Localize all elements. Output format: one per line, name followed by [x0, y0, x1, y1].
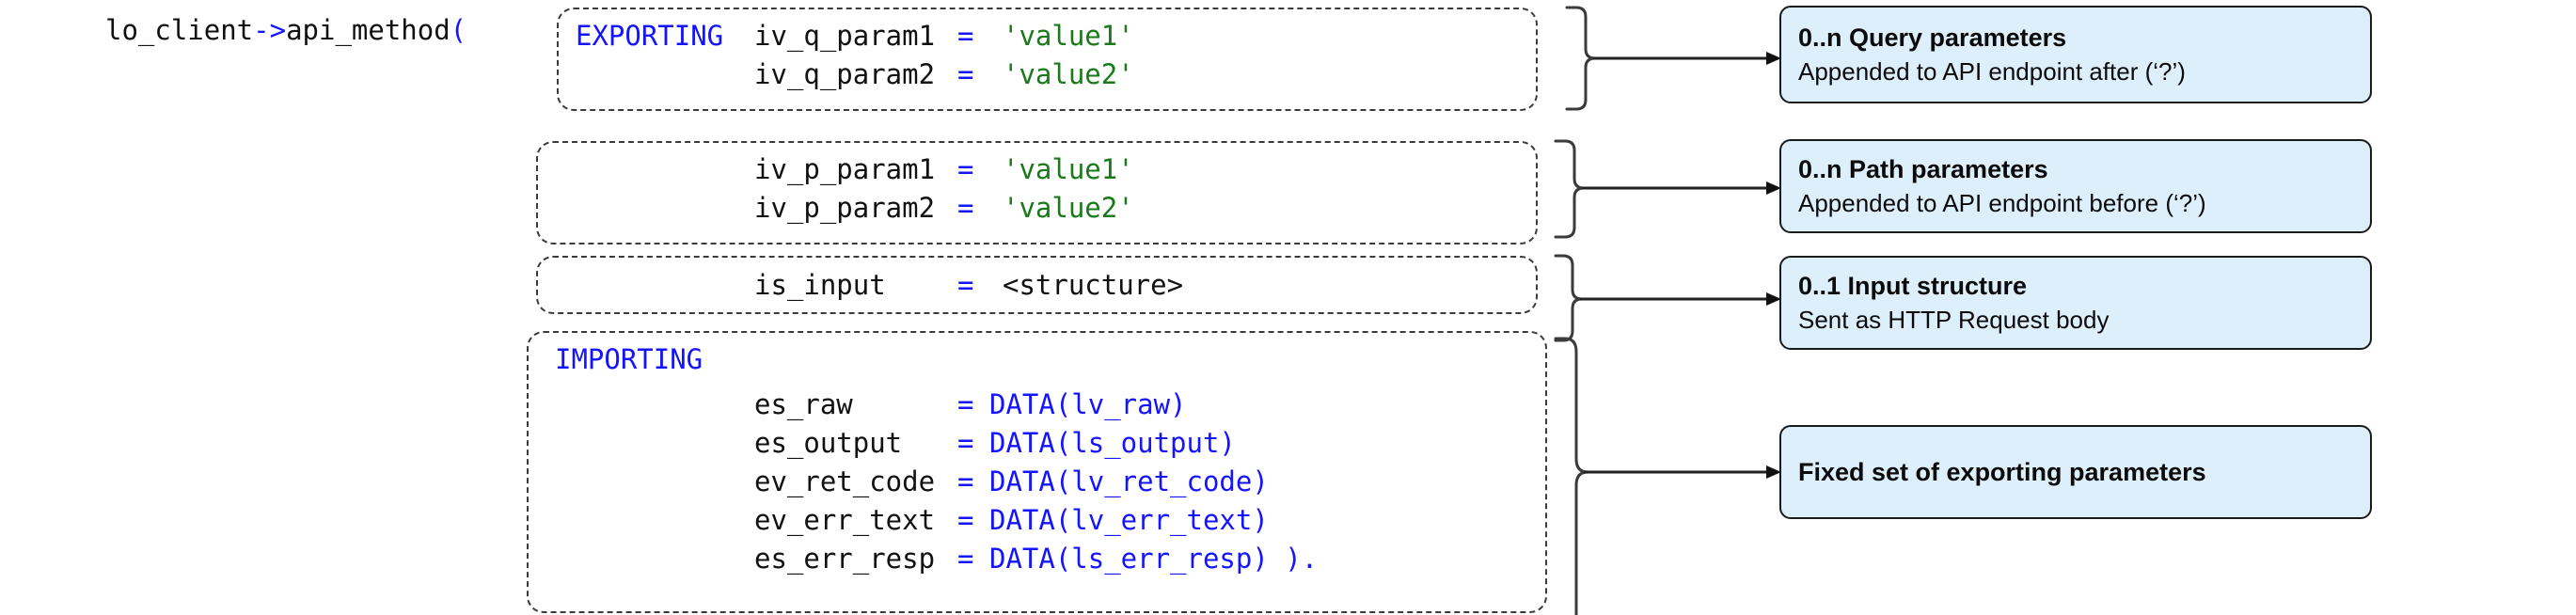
param-name: iv_p_param2 [754, 192, 936, 224]
callout-title: Fixed set of exporting parameters [1798, 458, 2206, 486]
equals-operator: = [957, 20, 974, 52]
client-object-label: lo_client [105, 14, 254, 46]
param-name: es_raw [754, 388, 853, 420]
param-value: 'value1' [1003, 20, 1134, 52]
callout-query-parameters: 0..n Query parameters Appended to API en… [1779, 6, 2372, 103]
equals-operator: = [957, 543, 974, 575]
param-value: DATA(lv_err_text) [989, 504, 1269, 536]
callout-title: 0..1 Input structure [1798, 272, 2028, 300]
callout-subtitle: Sent as HTTP Request body [1798, 306, 2110, 334]
curly-brace-icon [1554, 254, 1583, 342]
code-block-path-parameters: iv_p_param1 = 'value1' iv_p_param2 = 'va… [536, 141, 1538, 244]
curly-brace-icon [1565, 6, 1596, 111]
equals-operator: = [957, 153, 974, 185]
connector-input-structure [1550, 252, 1794, 346]
callout-title: 0..n Path parameters [1798, 155, 2048, 183]
method-call-prefix: lo_client->api_method( [105, 11, 466, 50]
equals-operator: = [957, 58, 974, 90]
code-block-importing-parameters: IMPORTING es_raw = DATA(lv_raw) es_outpu… [527, 331, 1547, 613]
code-block-query-parameters: EXPORTING iv_q_param1 = 'value1' iv_q_pa… [557, 8, 1538, 111]
curly-brace-icon [1554, 139, 1585, 239]
call-close-suffix: ). [1268, 543, 1319, 575]
equals-operator: = [957, 388, 974, 420]
open-paren: ( [450, 14, 467, 46]
callout-fixed-exporting-parameters: Fixed set of exporting parameters [1779, 425, 2372, 519]
equals-operator: = [957, 192, 974, 224]
param-name: is_input [754, 269, 886, 301]
param-value: DATA(lv_ret_code) [989, 465, 1269, 497]
param-name: ev_err_text [754, 504, 936, 536]
param-value: 'value1' [1003, 153, 1134, 185]
param-value: DATA(ls_output) [989, 427, 1236, 459]
param-name: iv_p_param1 [754, 153, 936, 185]
callout-title: 0..n Query parameters [1798, 24, 2067, 52]
equals-operator: = [957, 504, 974, 536]
callout-input-structure: 0..1 Input structure Sent as HTTP Reques… [1779, 256, 2372, 350]
param-name: es_err_resp [754, 543, 936, 575]
param-value: DATA(lv_raw) [989, 388, 1187, 420]
arrow-operator: -> [253, 14, 287, 46]
param-name: iv_q_param2 [754, 58, 936, 90]
param-value: <structure> [1003, 269, 1184, 301]
callout-subtitle: Appended to API endpoint after (‘?’) [1798, 57, 2186, 86]
param-name: es_output [754, 427, 903, 459]
param-name: iv_q_param1 [754, 20, 936, 52]
callout-path-parameters: 0..n Path parameters Appended to API end… [1779, 139, 2372, 233]
keyword-importing: IMPORTING [555, 343, 703, 375]
method-name-label: api_method [286, 14, 450, 46]
connector-path-parameters [1550, 137, 1794, 241]
code-block-input-structure: is_input = <structure> [536, 256, 1538, 314]
param-name: ev_ret_code [754, 465, 936, 497]
equals-operator: = [957, 269, 974, 301]
param-value: 'value2' [1003, 58, 1134, 90]
equals-operator: = [957, 465, 974, 497]
equals-operator: = [957, 427, 974, 459]
connector-fixed-exporting-parameters [1550, 335, 1794, 615]
keyword-exporting: EXPORTING [576, 20, 724, 52]
param-value: DATA(ls_err_resp) [989, 543, 1269, 575]
curly-brace-icon [1554, 337, 1588, 615]
param-value: 'value2' [1003, 192, 1134, 224]
connector-query-parameters [1561, 4, 1796, 113]
callout-subtitle: Appended to API endpoint before (‘?’) [1798, 189, 2206, 217]
